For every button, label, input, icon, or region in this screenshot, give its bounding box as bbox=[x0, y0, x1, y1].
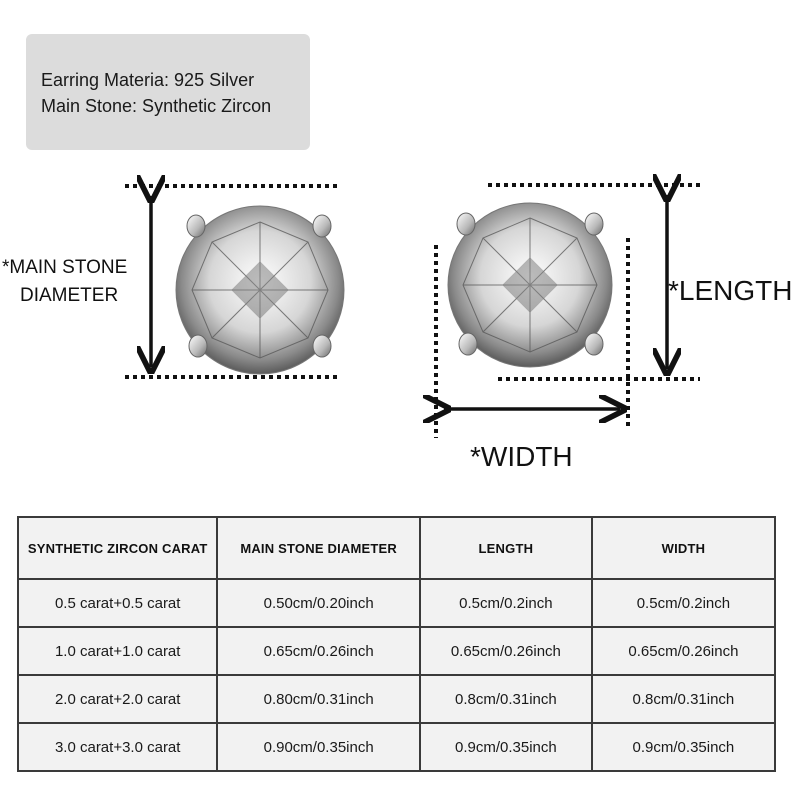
gem-right bbox=[447, 202, 613, 368]
table-header-row: SYNTHETIC ZIRCON CARAT MAIN STONE DIAMET… bbox=[16, 516, 777, 580]
stone-text: Main Stone: Synthetic Zircon bbox=[41, 96, 272, 116]
earring-front-view bbox=[175, 205, 345, 375]
diameter-label: *MAIN STONE DIAMETER bbox=[2, 254, 152, 310]
cell-carat: 1.0 carat+1.0 carat bbox=[16, 626, 219, 676]
cell-width: 0.9cm/0.35inch bbox=[590, 722, 777, 772]
length-label: *LENGTH bbox=[668, 275, 793, 306]
cell-diameter: 0.80cm/0.31inch bbox=[216, 674, 421, 724]
cell-diameter: 0.50cm/0.20inch bbox=[216, 578, 421, 628]
material-text: Earring Materia: 925 Silver bbox=[41, 70, 255, 90]
earring-side-view bbox=[447, 202, 613, 368]
header-width: WIDTH bbox=[590, 516, 777, 580]
cell-carat: 0.5 carat+0.5 carat bbox=[16, 578, 219, 628]
gem-left bbox=[175, 205, 345, 375]
header-carat: SYNTHETIC ZIRCON CARAT bbox=[16, 516, 219, 580]
diameter-label-line1: *MAIN STONE bbox=[2, 257, 128, 278]
cell-carat: 3.0 carat+3.0 carat bbox=[16, 722, 219, 772]
cell-length: 0.65cm/0.26inch bbox=[418, 626, 593, 676]
table-row: 2.0 carat+2.0 carat 0.80cm/0.31inch 0.8c… bbox=[16, 674, 777, 724]
cell-length: 0.5cm/0.2inch bbox=[418, 578, 593, 628]
cell-diameter: 0.65cm/0.26inch bbox=[216, 626, 421, 676]
prongs-right bbox=[456, 212, 604, 356]
header-length: LENGTH bbox=[418, 516, 593, 580]
cell-width: 0.8cm/0.31inch bbox=[590, 674, 777, 724]
diameter-label-line2: DIAMETER bbox=[20, 285, 119, 306]
table-row: 3.0 carat+3.0 carat 0.90cm/0.35inch 0.9c… bbox=[16, 722, 777, 772]
earring-dimension-diagram bbox=[125, 0, 700, 438]
dimension-arrows bbox=[151, 195, 667, 409]
width-label: *WIDTH bbox=[470, 441, 573, 472]
prongs-left bbox=[186, 214, 332, 358]
product-info-box: Earring Materia: 925 Silver Main Stone: … bbox=[26, 34, 310, 150]
cell-carat: 2.0 carat+2.0 carat bbox=[16, 674, 219, 724]
size-spec-table: SYNTHETIC ZIRCON CARAT MAIN STONE DIAMET… bbox=[16, 516, 777, 772]
cell-width: 0.65cm/0.26inch bbox=[590, 626, 777, 676]
table-row: 0.5 carat+0.5 carat 0.50cm/0.20inch 0.5c… bbox=[16, 578, 777, 628]
table-row: 1.0 carat+1.0 carat 0.65cm/0.26inch 0.65… bbox=[16, 626, 777, 676]
cell-diameter: 0.90cm/0.35inch bbox=[216, 722, 421, 772]
header-diameter: MAIN STONE DIAMETER bbox=[216, 516, 421, 580]
cell-width: 0.5cm/0.2inch bbox=[590, 578, 777, 628]
cell-length: 0.9cm/0.35inch bbox=[418, 722, 593, 772]
cell-length: 0.8cm/0.31inch bbox=[418, 674, 593, 724]
